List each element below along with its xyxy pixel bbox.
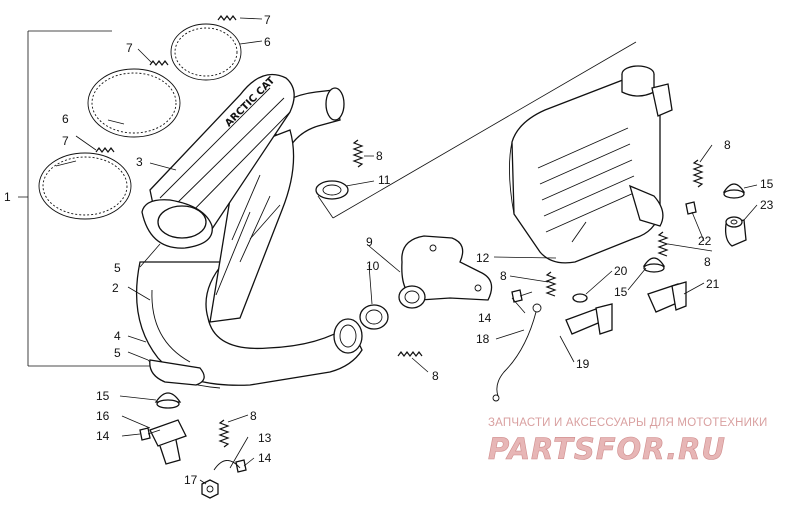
callout-8-silencer-left: 8 [500, 269, 507, 283]
callout-8-lower-pipe: 8 [432, 369, 439, 383]
callout-14-silencer: 14 [478, 311, 492, 325]
callout-14-lower-right: 14 [258, 451, 272, 465]
spring-silencer-left [545, 271, 557, 297]
callout-labels: 1 2 3 4 5 5 6 6 7 7 7 8 8 8 8 8 8 9 10 1… [4, 13, 774, 487]
bolt-bottom [139, 427, 161, 441]
sealing-ring-11 [315, 180, 349, 200]
callout-8-silencer-top: 8 [724, 138, 731, 152]
grommet-middle [642, 257, 666, 273]
mount-bracket-16 [149, 419, 187, 465]
spring-bottom-mount [218, 419, 230, 448]
callout-19: 19 [576, 357, 590, 371]
callout-15-middle: 15 [614, 285, 628, 299]
bolt-lower-right [235, 459, 247, 473]
callout-8-upper-pipe: 8 [376, 149, 383, 163]
callout-16: 16 [96, 409, 110, 423]
callout-20: 20 [614, 264, 628, 278]
callout-6-upper: 6 [264, 35, 271, 49]
callout-7-upper: 7 [264, 13, 271, 27]
callout-8-silencer-right: 8 [704, 255, 711, 269]
ground-cable-18 [492, 303, 542, 402]
clamp-ring-middle [87, 60, 181, 138]
exhaust-pipe [135, 261, 363, 389]
watermark: ЗАПЧАСТИ И АКСЕССУАРЫ ДЛЯ МОТОТЕХНИКИ PA… [488, 417, 768, 466]
callout-11: 11 [378, 173, 391, 187]
callout-15-right: 15 [760, 177, 774, 191]
grommet-right [722, 183, 746, 199]
clamp-ring-upper [170, 15, 242, 81]
callout-15-bottom: 15 [96, 389, 110, 403]
callout-21: 21 [706, 277, 720, 291]
silencer-box [317, 41, 673, 264]
watermark-site: PARTSFOR.RU [488, 432, 726, 466]
grommet-bottom [154, 392, 182, 409]
callout-14-bottom: 14 [96, 429, 110, 443]
callout-8-bottom: 8 [250, 409, 257, 423]
spring-silencer-right [657, 231, 669, 257]
nut-17 [201, 479, 219, 499]
watermark-tagline: ЗАПЧАСТИ И АКСЕССУАРЫ ДЛЯ МОТОТЕХНИКИ [488, 417, 768, 429]
ground-cable-13 [213, 460, 241, 471]
callout-23: 23 [760, 198, 774, 212]
mount-bracket-19 [565, 303, 613, 335]
callout-12: 12 [476, 251, 490, 265]
callout-5-lower: 5 [114, 346, 121, 360]
bolt-right [685, 201, 697, 215]
mount-bracket-21 [647, 281, 687, 313]
callout-7-lower: 7 [62, 134, 69, 148]
washer-23 [725, 216, 743, 228]
leader-lines [55, 17, 758, 485]
callout-1: 1 [4, 190, 11, 204]
callout-5-upper: 5 [114, 261, 121, 275]
callout-6-lower: 6 [62, 112, 69, 126]
callout-2: 2 [112, 281, 119, 295]
callout-13: 13 [258, 431, 272, 445]
callout-10: 10 [366, 259, 380, 273]
spring-upper-pipe [352, 139, 364, 168]
spring-silencer-top [692, 159, 704, 188]
muffler-body: ARCTIC CAT [141, 73, 295, 249]
callout-18: 18 [476, 332, 490, 346]
callout-9: 9 [366, 235, 373, 249]
callout-17: 17 [184, 473, 198, 487]
bolt-silencer [511, 289, 533, 303]
spring-lower-pipe [397, 351, 423, 357]
callout-7-middle: 7 [126, 41, 133, 55]
exhaust-flange [398, 235, 493, 309]
assembly-bracket-1 [18, 30, 150, 367]
callout-3: 3 [136, 155, 143, 169]
clamp-ring-lower [38, 147, 132, 220]
callout-4: 4 [114, 329, 121, 343]
callout-22: 22 [698, 234, 712, 248]
washer-20 [572, 293, 588, 303]
sealing-ring-10 [359, 304, 389, 330]
